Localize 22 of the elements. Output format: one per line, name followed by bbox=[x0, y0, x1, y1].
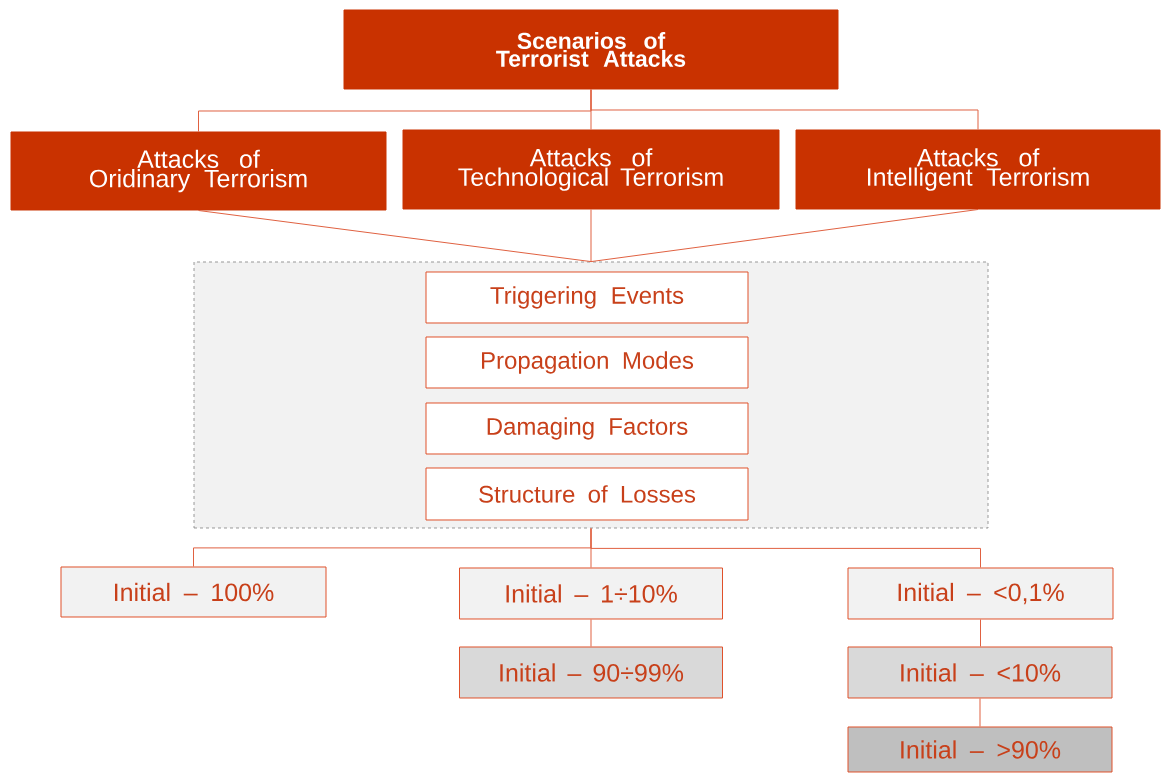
connector-line bbox=[590, 209, 592, 263]
connector-line bbox=[590, 527, 981, 568]
connector-line bbox=[980, 619, 981, 647]
title-box: Scenarios of Terrorist Attacks bbox=[343, 9, 839, 90]
connector-line bbox=[590, 209, 979, 263]
category-box: Attacks of Technological Terrorism bbox=[402, 129, 780, 210]
connector-line bbox=[590, 89, 979, 130]
outcome-box: Initial – <10% bbox=[847, 646, 1113, 699]
stage-box: Damaging Factors bbox=[425, 402, 749, 455]
category-box: Attacks of Intelligent Terrorism bbox=[795, 129, 1161, 210]
outcome-box: Initial – <0,1% bbox=[847, 567, 1114, 620]
stage-box: Triggering Events bbox=[425, 271, 749, 324]
outcome-box: Initial – 100% bbox=[60, 566, 327, 618]
outcome-box: Initial – >90% bbox=[847, 726, 1113, 773]
outcome-box: Initial – 90÷99% bbox=[459, 646, 723, 699]
connector-line bbox=[979, 698, 981, 727]
stage-box: Structure of Losses bbox=[425, 467, 749, 521]
stage-box: Propagation Modes bbox=[425, 336, 749, 389]
category-box: Attacks of Oridinary Terrorism bbox=[10, 131, 387, 211]
connector-line bbox=[198, 210, 592, 263]
connector-line bbox=[590, 619, 592, 647]
outcome-box: Initial – 1÷10% bbox=[459, 567, 723, 620]
